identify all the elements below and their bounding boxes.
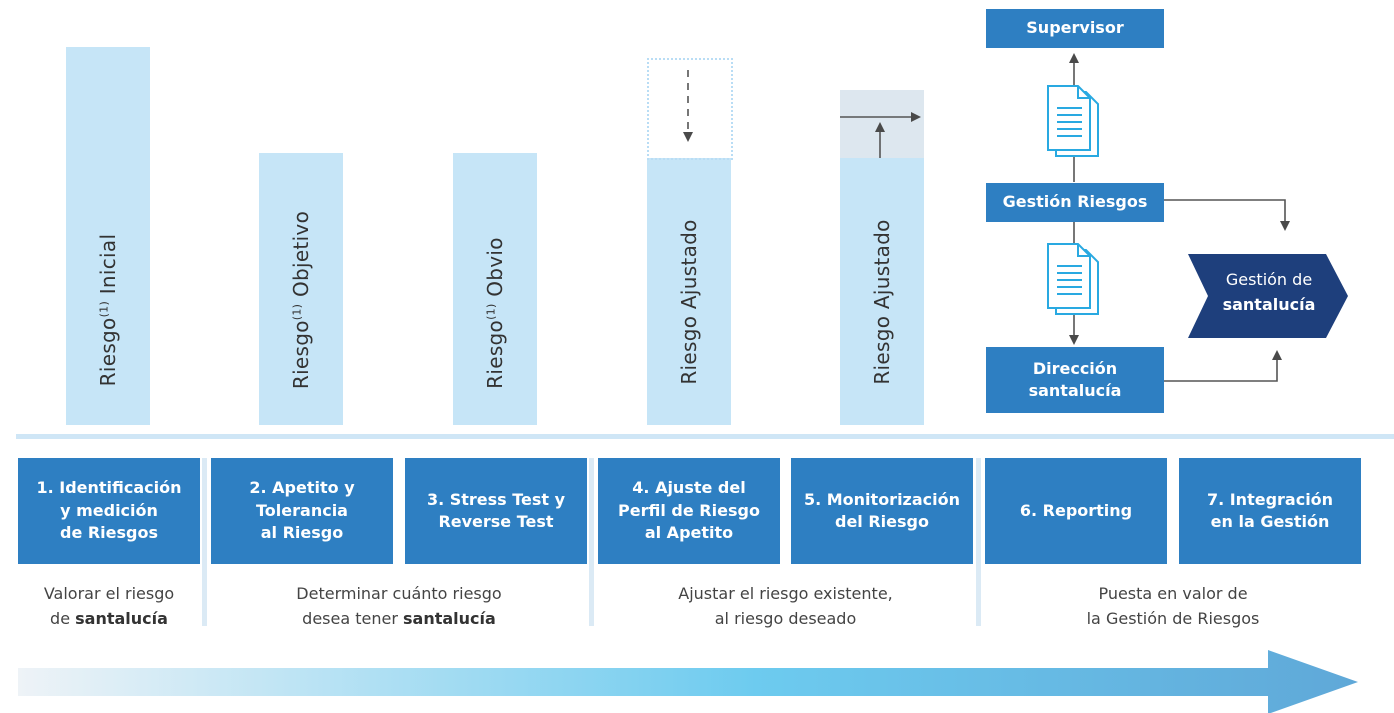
group-separator <box>589 458 594 626</box>
bar-label-tail: Inicial <box>96 233 120 301</box>
gestion-line2: santalucía <box>1222 294 1316 314</box>
footnote-marker: (1) <box>484 303 498 320</box>
process-big-arrow <box>18 650 1358 713</box>
step-6: 6. Reporting <box>985 458 1167 564</box>
gestion-line1: Gestión de <box>1225 270 1313 289</box>
bar-riesgo-inicial <box>66 47 150 425</box>
bar-label-tail: Objetivo <box>289 210 313 304</box>
direccion-line2: santalucía <box>1028 381 1122 400</box>
arrow-gestion-riesgos-to-santalucia <box>1162 199 1290 231</box>
divider-line <box>16 434 1394 439</box>
group-separator <box>976 458 981 626</box>
step-2: 2. Apetito y Tolerancia al Riesgo <box>211 458 393 564</box>
gestion-santalucia-chevron: Gestión de santalucía <box>1188 254 1348 338</box>
direccion-line1: Dirección <box>1032 358 1118 378</box>
bar-riesgo-objetivo <box>259 153 343 425</box>
footnote-marker: (1) <box>290 303 304 321</box>
direccion-box: Dirección santalucía <box>986 347 1164 413</box>
bar-label-2: Riesgo(1) Objetivo <box>289 200 313 400</box>
footnote-marker: (1) <box>97 300 111 318</box>
bar-label-main: Riesgo <box>483 319 507 389</box>
description-1: Valorar el riesgo de santalucía <box>18 582 200 632</box>
step-3: 3. Stress Test y Reverse Test <box>405 458 587 564</box>
step-1: 1. Identificación y medición de Riesgos <box>18 458 200 564</box>
description-line2: la Gestión de Riesgos <box>1086 608 1260 628</box>
description-2: Determinar cuánto riesgo desea tener san… <box>211 582 587 632</box>
step-7: 7. Integración en la Gestión <box>1179 458 1361 564</box>
step-5: 5. Monitorización del Riesgo <box>791 458 973 564</box>
description-line1: Determinar cuánto riesgo <box>296 584 502 603</box>
bar-riesgo-ajustado-4 <box>647 158 731 425</box>
description-line2: de santalucía <box>50 608 168 628</box>
description-line1: Ajustar el riesgo existente, <box>678 584 893 603</box>
document-icon <box>1047 85 1099 157</box>
bar-label-5: Riesgo Ajustado <box>870 219 894 385</box>
bar-label-4: Riesgo Ajustado <box>677 219 701 385</box>
supervisor-box: Supervisor <box>986 9 1164 48</box>
description-line1: Puesta en valor de <box>1098 584 1248 603</box>
description-4: Puesta en valor de la Gestión de Riesgos <box>985 582 1361 632</box>
bar-label-tail: Obvio <box>483 237 507 304</box>
description-3: Ajustar el riesgo existente, al riesgo d… <box>598 582 973 632</box>
bar-label-main: Riesgo <box>96 317 120 387</box>
arrow-direccion-to-santalucia <box>1162 350 1282 382</box>
bar-label-1: Riesgo(1) Inicial <box>96 210 120 410</box>
bar-label-main: Riesgo <box>289 320 313 390</box>
bar-label-3: Riesgo(1) Obvio <box>483 213 507 413</box>
bar-riesgo-ajustado-4-dotted <box>647 58 733 160</box>
group-separator <box>202 458 207 626</box>
bar-riesgo-ajustado-5 <box>840 158 924 425</box>
description-line2: desea tener santalucía <box>302 608 496 628</box>
description-line1: Valorar el riesgo <box>43 584 175 603</box>
description-line2: al riesgo deseado <box>714 608 857 628</box>
bar-riesgo-obvio <box>453 153 537 425</box>
step-4: 4. Ajuste del Perfil de Riesgo al Apetit… <box>598 458 780 564</box>
gestion-riesgos-box: Gestión Riesgos <box>986 183 1164 222</box>
gestion-santalucia-text: Gestión de santalucía <box>1200 268 1338 318</box>
document-icon <box>1047 243 1099 315</box>
bar-riesgo-ajustado-5-top <box>840 90 924 158</box>
